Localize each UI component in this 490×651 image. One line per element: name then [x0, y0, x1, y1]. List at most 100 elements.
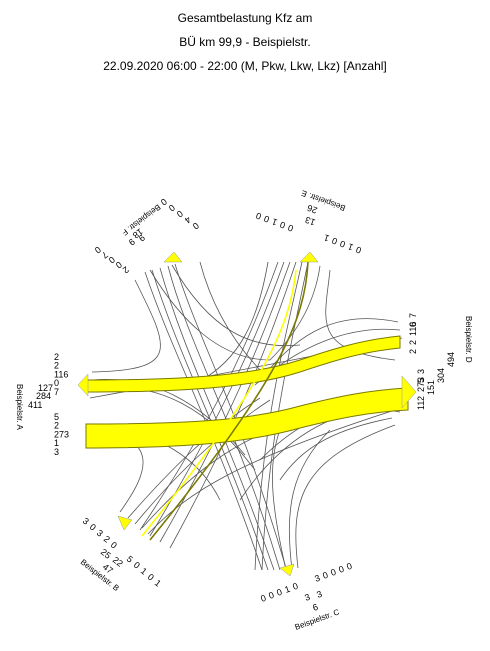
arm-a-value: 7 [54, 387, 59, 397]
flow-line [151, 269, 269, 571]
flow-line [261, 261, 309, 571]
arm-b-total: 25 [99, 547, 113, 561]
arm-d-total: 151 [426, 380, 436, 395]
arm-c-value: 0 [291, 581, 299, 592]
arm-b-value: 2 [102, 534, 112, 545]
arm-e-total: 13 [304, 215, 317, 228]
arm-d-value: 3 [416, 369, 426, 374]
flow-band-e-to-b [149, 261, 309, 541]
arm-c-value: 1 [283, 584, 291, 595]
flow-line [167, 265, 281, 571]
arm-a-value: 2 [54, 352, 59, 362]
arm-f-value: 0 [107, 254, 117, 265]
flow-band-d-to-a [85, 335, 401, 393]
flow-line [171, 264, 301, 347]
arm-f-value: 0 [175, 208, 185, 219]
arm-a-total: 127 [38, 383, 53, 393]
arm-c-value: 0 [321, 570, 329, 581]
arm-d-total: 494 [446, 352, 456, 367]
arm-d-total: 304 [436, 368, 446, 383]
arm-b-value: 3 [95, 528, 105, 539]
flow-line [134, 399, 271, 525]
flow-line [325, 269, 396, 361]
arm-e-value: 1 [323, 232, 331, 243]
arm-arrows [77, 251, 417, 577]
arm-f-total: 9 [127, 236, 137, 247]
arm-e-value: 1 [347, 241, 355, 252]
arm-b-value: 3 [81, 516, 91, 527]
flow-line [159, 267, 275, 571]
arm-e-value: 0 [255, 210, 263, 221]
arm-c-arrow [279, 563, 295, 577]
arm-b-arrow [117, 515, 133, 531]
flow-line [127, 397, 261, 519]
arm-c-value: 0 [259, 593, 267, 604]
flow-line [149, 269, 271, 361]
arm-c-value: 0 [267, 590, 275, 601]
arm-b-total: 47 [101, 562, 115, 576]
diagram-subtitle: BÜ km 99,9 - Beispielstr. [179, 35, 311, 49]
arm-e-value: 1 [271, 216, 279, 227]
arm-e-value: 0 [263, 213, 271, 224]
flow-band-e-to-b-fill [141, 269, 297, 537]
arm-b-value: 0 [109, 540, 119, 551]
arm-a-value: 116 [54, 369, 68, 379]
arm-d-value: 2 [408, 349, 418, 354]
arm-d-value: 116 [408, 322, 418, 336]
flow-line [288, 429, 331, 571]
arm-a-value: 3 [54, 447, 59, 457]
flow-line [199, 261, 266, 376]
flow-line [144, 271, 263, 571]
arm-e-value: 0 [287, 222, 295, 233]
flow-line [261, 318, 399, 379]
flow-line [254, 261, 303, 571]
arm-a-value: 273 [54, 429, 69, 439]
arm-a-name: Beispielstr. A [15, 384, 24, 430]
arm-c-total: 6 [311, 602, 319, 613]
flow-line [295, 424, 396, 569]
arm-b-value: 0 [146, 572, 156, 583]
arm-f-value: 0 [93, 244, 103, 255]
arm-c-value: 0 [345, 561, 353, 572]
arm-f-value: 0 [167, 202, 177, 213]
arm-f-value: 0 [191, 220, 201, 231]
arm-c-value: 3 [313, 573, 321, 584]
diagram-title: Gesamtbelastung Kfz am [177, 11, 313, 25]
arm-d-value: 7 [408, 313, 418, 318]
arm-a-value: 2 [54, 421, 59, 431]
arm-b-value: 0 [88, 522, 98, 533]
arm-a-arrow [77, 373, 89, 397]
flow-line [269, 265, 321, 361]
arm-f-value: 7 [100, 249, 110, 260]
arm-d-value: 5 [416, 378, 426, 383]
arm-c-value: 0 [337, 564, 345, 575]
flow-line [169, 261, 297, 549]
arm-b-value: 0 [132, 560, 142, 571]
arm-a-total: 411 [28, 400, 42, 410]
arm-d-value: 0 [408, 322, 418, 327]
arm-e-arrow [299, 251, 319, 263]
flow-line [279, 417, 393, 481]
arm-b-value: 5 [125, 554, 135, 565]
arm-c-value: 0 [275, 587, 283, 598]
arm-d-value: 2 [416, 396, 426, 401]
arm-d-value: 2 [408, 340, 418, 345]
arm-f-total: 9 [137, 232, 147, 243]
arm-a-total: 284 [36, 391, 51, 401]
arm-e-value: 0 [279, 219, 287, 230]
arm-e-total: 26 [306, 203, 319, 216]
flow-line [272, 429, 287, 571]
flow-line [147, 409, 396, 535]
flow-line [91, 279, 161, 373]
arm-e-value: 0 [355, 244, 363, 255]
diagram-period: 22.09.2020 06:00 - 22:00 (M, Pkw, Lkw, L… [103, 59, 387, 73]
arm-f-value: 0 [159, 196, 169, 207]
arm-d-value: 273 [416, 377, 426, 392]
arm-a-value: 1 [54, 438, 59, 448]
flow-line [197, 261, 269, 383]
arm-b-value: 1 [139, 566, 149, 577]
arm-c-value: 0 [329, 567, 337, 578]
arm-f-value: 4 [183, 214, 193, 225]
arm-f-total: 18 [131, 226, 145, 240]
